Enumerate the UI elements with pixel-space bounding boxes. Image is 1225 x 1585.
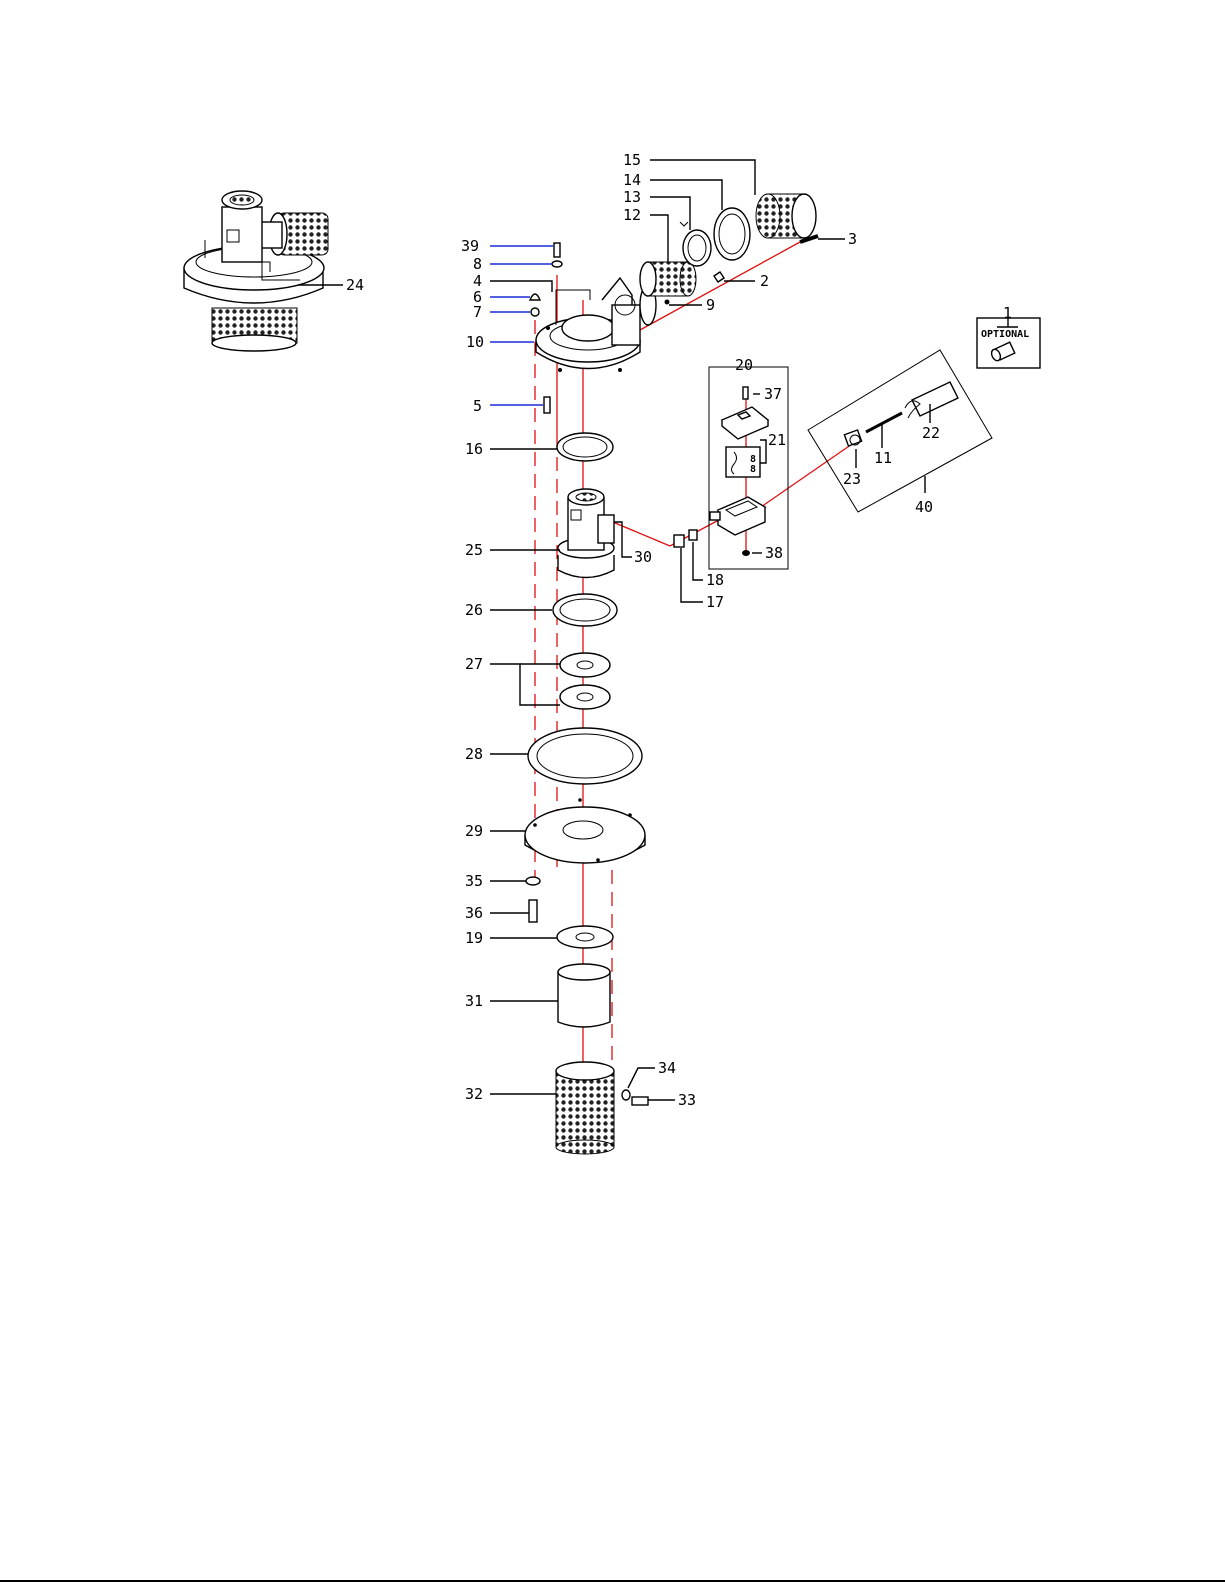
callout-39: 39 [461,237,479,255]
cable-11 [866,413,902,432]
callout-15: 15 [623,151,641,169]
screw-37 [743,387,748,399]
gasket-14 [714,208,750,260]
callout-1: 1 [1003,304,1012,322]
page-bottom-rule [0,1580,1225,1582]
callout-2: 2 [760,272,769,290]
mesh-screen-32 [556,1062,614,1154]
optional-label: OPTIONAL [981,329,1029,340]
callout-36: 36 [465,904,483,922]
nut-7 [531,308,539,316]
bolt-36 [529,900,537,922]
callout-12: 12 [623,206,641,224]
callout-13: 13 [623,188,641,206]
callout-37: 37 [764,385,782,403]
motor-25 [558,489,614,578]
callout-5: 5 [473,397,482,415]
cap-nut-6 [530,294,540,300]
cord-22 [905,382,958,418]
switch-box-illustration [710,497,765,535]
screen-cap-15 [756,194,816,238]
base-plate-29 [525,798,645,863]
switch-cover-illustration [722,407,768,439]
screw-33 [632,1097,648,1105]
callout-29: 29 [465,822,483,840]
callout-23: 23 [843,470,861,488]
bolt-39 [554,243,560,257]
callout-33: 33 [678,1091,696,1109]
callout-24: 24 [346,276,364,294]
callout-34: 34 [658,1059,676,1077]
washer-8 [552,261,562,267]
callout-8: 8 [473,255,482,273]
washer-35 [526,877,540,885]
callout-32: 32 [465,1085,483,1103]
svg-text:8: 8 [750,464,756,475]
callout-28: 28 [465,745,483,763]
callout-18: 18 [706,571,724,589]
callout-31: 31 [465,992,483,1010]
bolt-5 [544,397,550,413]
callout-30: 30 [634,548,652,566]
callout-11: 11 [874,449,892,467]
callout-20: 20 [735,356,753,374]
callout-38: 38 [765,544,783,562]
gasket-16 [557,433,613,461]
callout-17: 17 [706,593,724,611]
gasket-26 [553,594,617,626]
washers-27 [560,653,610,709]
callout-27: 27 [465,655,483,673]
callout-35: 35 [465,872,483,890]
nut-18 [689,530,697,540]
callout-21: 21 [768,431,786,449]
nut-38 [742,550,750,556]
callout-9: 9 [706,296,715,314]
washer-34 [622,1090,630,1100]
callout-25: 25 [465,541,483,559]
callout-14: 14 [623,171,641,189]
washer-9 [665,300,670,305]
filter-cartridge-12 [640,262,696,296]
fitting-17 [674,535,684,547]
callout-26: 26 [465,601,483,619]
washer-19 [557,926,613,948]
assembled-unit-illustration [184,191,328,351]
sleeve-31 [558,964,610,1027]
callout-16: 16 [465,440,483,458]
callout-22: 22 [922,424,940,442]
head-housing-illustration [536,278,656,372]
group-box-40 [808,350,992,512]
callout-10: 10 [466,333,484,351]
callout-3: 3 [848,230,857,248]
connector-23 [844,430,861,446]
ring-28 [528,728,642,784]
callout-7: 7 [473,303,482,321]
callout-19: 19 [465,929,483,947]
callout-40: 40 [915,498,933,516]
clip-2 [714,272,724,282]
